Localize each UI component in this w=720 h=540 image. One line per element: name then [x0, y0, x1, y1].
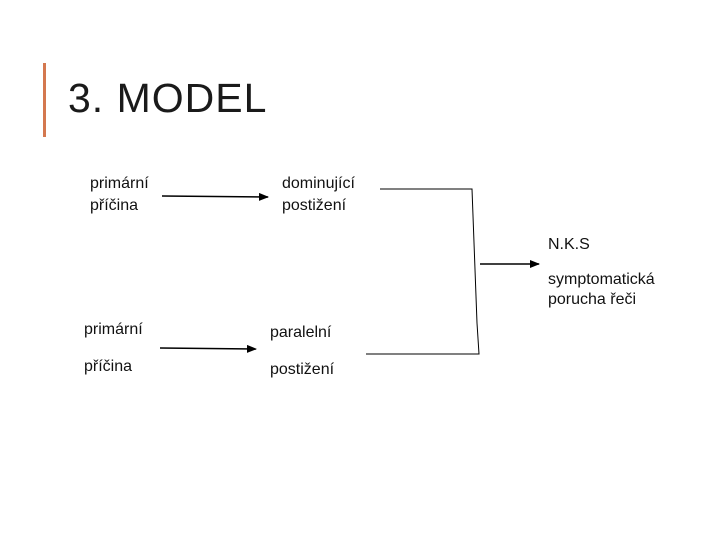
connector-bottom-effect	[366, 322, 480, 355]
bottom-cause-line1: primární	[84, 321, 143, 338]
arrow-bottom-cause-to-effect	[159, 344, 257, 353]
slide-title: 3. MODEL	[68, 75, 268, 121]
top-cause-line1: primární	[90, 175, 149, 192]
bottom-effect-line2: postižení	[270, 361, 335, 378]
arrow-top-cause-to-effect	[161, 192, 269, 201]
result-line1: N.K.S	[548, 236, 590, 253]
bottom-cause-line2: příčina	[84, 358, 133, 375]
top-effect-line1: dominující	[282, 175, 355, 192]
top-cause-line2: příčina	[90, 197, 139, 214]
result-line2: symptomatická	[548, 271, 655, 288]
bottom-effect-line1: paralelní	[270, 324, 332, 341]
result-line3: porucha řeči	[548, 291, 637, 308]
top-effect-line2: postižení	[282, 197, 347, 214]
connector-top-effect	[380, 188, 478, 324]
title-accent-bar	[43, 63, 46, 137]
